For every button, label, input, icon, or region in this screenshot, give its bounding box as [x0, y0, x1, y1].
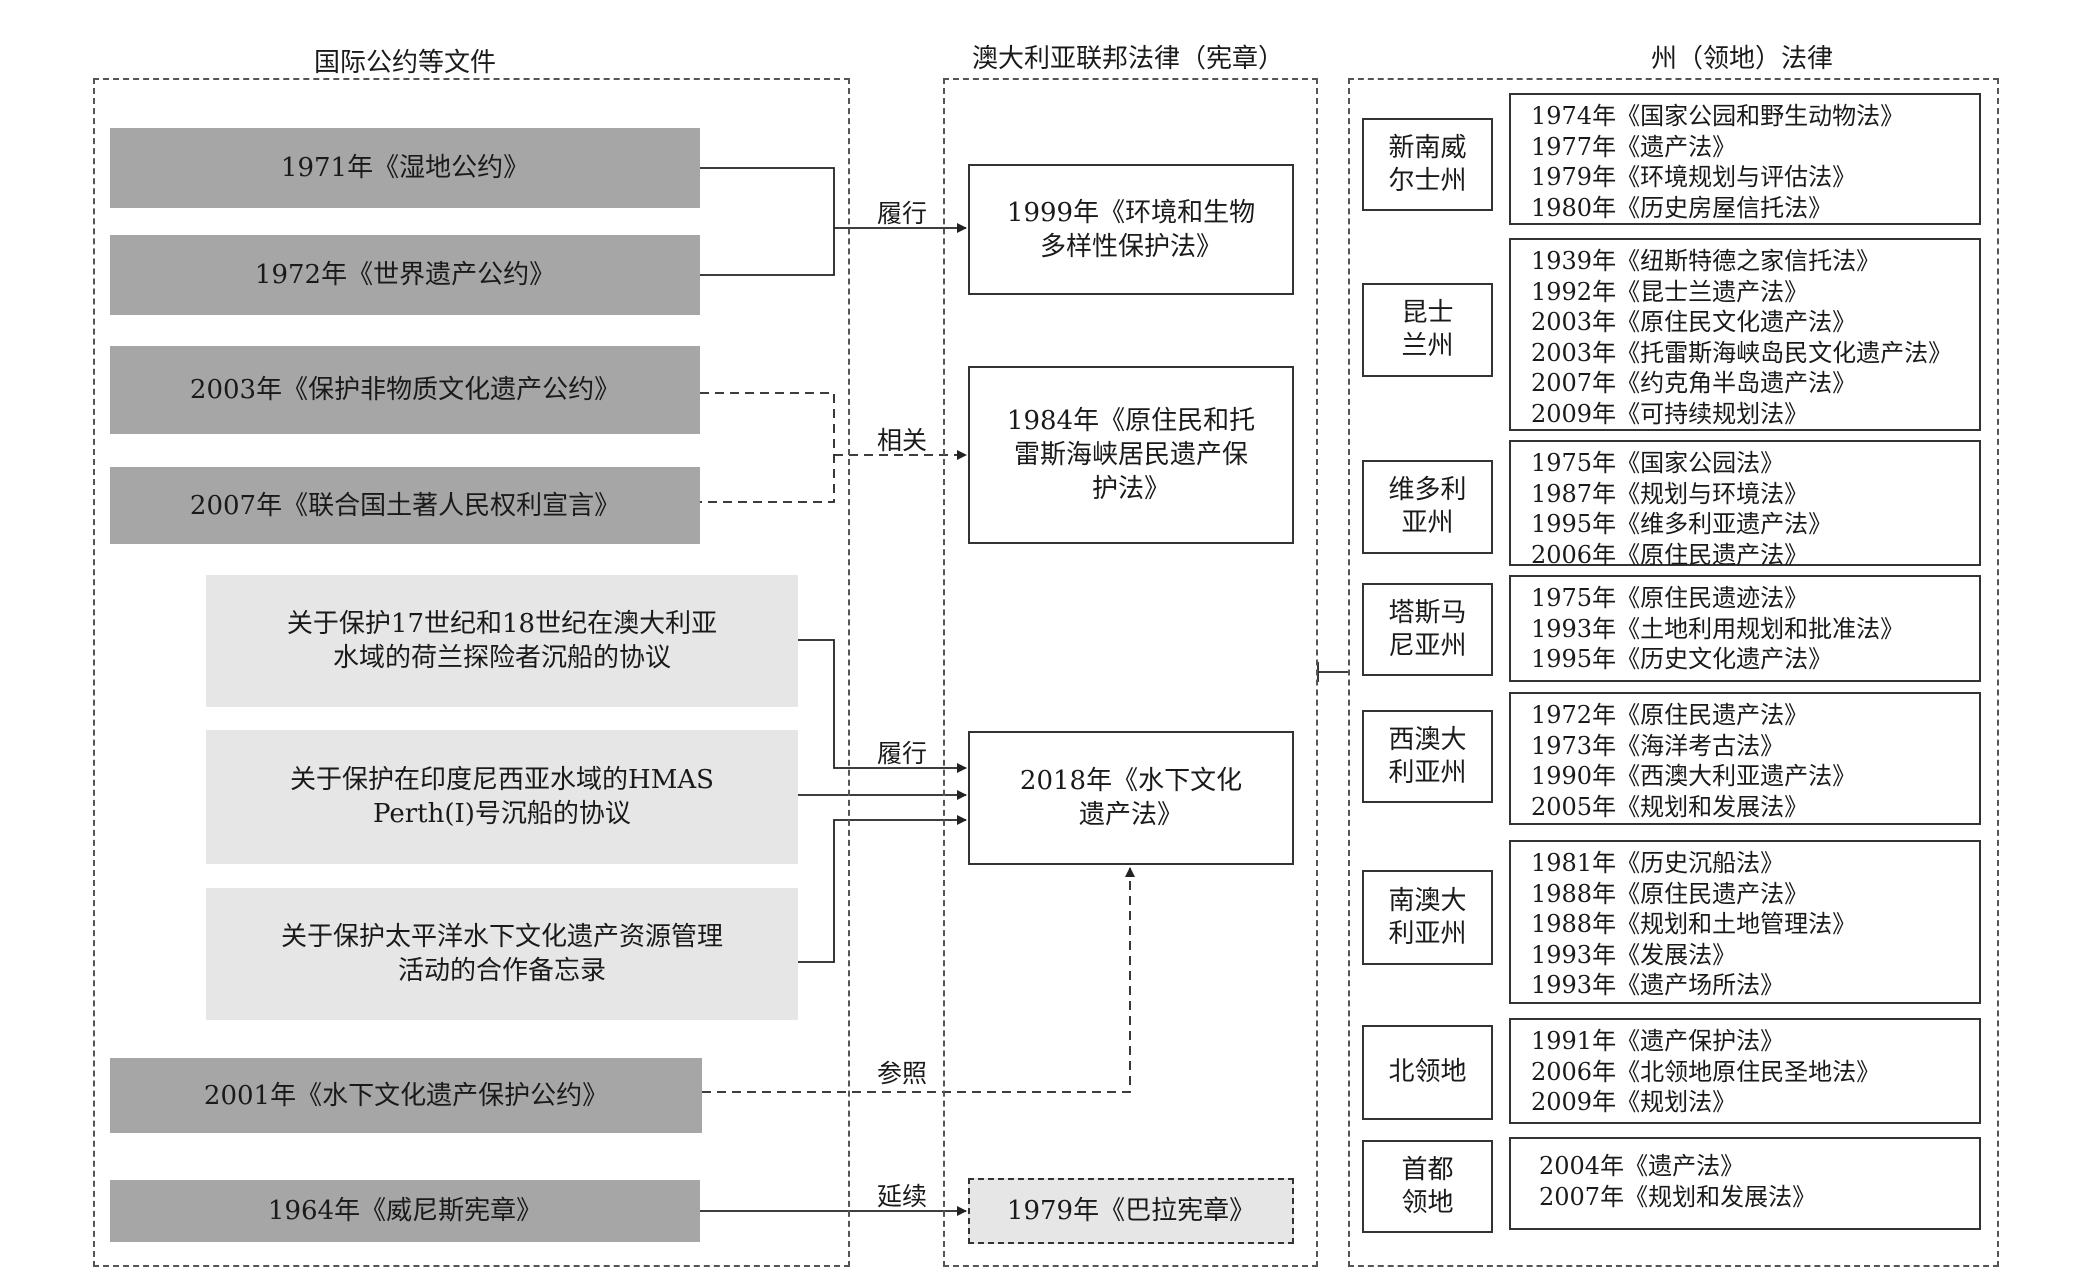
label-implement-2: 履行	[877, 739, 928, 768]
label-implement-1: 履行	[877, 199, 928, 228]
state-sa: 南澳大 利亚州	[1362, 870, 1493, 965]
law-item: 1975年《原住民遗迹法》	[1531, 584, 1809, 612]
laws-nt: 1991年《遗产保护法》 2006年《北领地原住民圣地法》 2009年《规划法》	[1509, 1018, 1981, 1124]
federal-uch-act: 2018年《水下文化 遗产法》	[968, 731, 1294, 865]
laws-vic: 1975年《国家公园法》 1987年《规划与环境法》 1995年《维多利亚遗产法…	[1509, 440, 1981, 569]
laws-nsw: 1974年《国家公园和野生动物法》 1977年《遗产法》 1979年《环境规划与…	[1509, 93, 1981, 225]
law-item: 2009年《可持续规划法》	[1531, 399, 1809, 428]
law-item: 1972年《原住民遗产法》	[1531, 701, 1809, 729]
law-item: 2006年《北领地原住民圣地法》	[1531, 1057, 1881, 1086]
label-reference: 参照	[877, 1059, 928, 1088]
laws-qld: 1939年《纽斯特德之家信托法》 1992年《昆士兰遗产法》 2003年《原住民…	[1509, 238, 1981, 431]
state-wa: 西澳大 利亚州	[1362, 710, 1493, 803]
federal-atsihp-act: 1984年《原住民和托 雷斯海峡居民遗产保 护法》	[968, 366, 1294, 544]
law-item: 2006年《原住民遗产法》	[1531, 540, 1809, 569]
international-panel	[93, 78, 850, 1267]
column-title-state: 州（领地）法律	[1650, 44, 1833, 74]
doc-venice-charter: 1964年《威尼斯宪章》	[110, 1180, 700, 1242]
law-item: 1993年《发展法》	[1531, 940, 1737, 969]
state-panel	[1348, 78, 1999, 1267]
law-item: 2003年《托雷斯海峡岛民文化遗产法》	[1531, 338, 1953, 367]
label-related: 相关	[877, 426, 928, 455]
laws-act: 2004年《遗产法》 2007年《规划和发展法》	[1509, 1137, 1981, 1230]
federal-panel	[943, 78, 1318, 1267]
law-item: 2007年《规划和发展法》	[1539, 1182, 1817, 1211]
law-item: 1993年《土地利用规划和批准法》	[1531, 614, 1905, 643]
law-item: 1975年《国家公园法》	[1531, 449, 1785, 477]
law-item: 1995年《维多利亚遗产法》	[1531, 510, 1833, 538]
law-item: 1939年《纽斯特德之家信托法》	[1531, 247, 1881, 275]
state-qld: 昆士 兰州	[1362, 283, 1493, 377]
law-item: 1990年《西澳大利亚遗产法》	[1531, 762, 1857, 790]
doc-world-heritage-convention: 1972年《世界遗产公约》	[110, 235, 700, 315]
law-item: 1981年《历史沉船法》	[1531, 849, 1785, 877]
doc-indigenous-rights-declaration: 2007年《联合国土著人民权利宣言》	[110, 467, 700, 544]
doc-dutch-shipwrecks-agreement: 关于保护17世纪和18世纪在澳大利亚 水域的荷兰探险者沉船的协议	[206, 575, 798, 707]
law-item: 1993年《遗产场所法》	[1531, 971, 1785, 999]
law-item: 2003年《原住民文化遗产法》	[1531, 308, 1857, 336]
doc-intangible-heritage-convention: 2003年《保护非物质文化遗产公约》	[110, 346, 700, 434]
law-item: 1995年《历史文化遗产法》	[1531, 645, 1833, 673]
law-item: 1987年《规划与环境法》	[1531, 479, 1809, 508]
state-vic: 维多利 亚州	[1362, 460, 1493, 554]
state-tas: 塔斯马 尼亚州	[1362, 583, 1493, 676]
state-nsw: 新南威 尔士州	[1362, 118, 1493, 211]
doc-hmas-perth-agreement: 关于保护在印度尼西亚水域的HMAS Perth(I)号沉船的协议	[206, 730, 798, 864]
law-item: 1977年《遗产法》	[1531, 132, 1737, 161]
federal-burra-charter: 1979年《巴拉宪章》	[968, 1178, 1294, 1244]
law-item: 1992年《昆士兰遗产法》	[1531, 277, 1809, 306]
label-continue: 延续	[877, 1182, 928, 1211]
law-item: 2004年《遗产法》	[1539, 1152, 1745, 1180]
state-act: 首都 领地	[1362, 1140, 1493, 1233]
law-item: 1974年《国家公园和野生动物法》	[1531, 102, 1905, 130]
federal-epbc-act: 1999年《环境和生物 多样性保护法》	[968, 164, 1294, 295]
column-title-international: 国际公约等文件	[313, 48, 496, 78]
law-item: 2007年《约克角半岛遗产法》	[1531, 369, 1857, 397]
law-item: 1979年《环境规划与评估法》	[1531, 163, 1857, 191]
law-item: 1988年《原住民遗产法》	[1531, 879, 1809, 908]
laws-wa: 1972年《原住民遗产法》 1973年《海洋考古法》 1990年《西澳大利亚遗产…	[1509, 692, 1981, 825]
state-nt: 北领地	[1362, 1025, 1493, 1120]
law-item: 1980年《历史房屋信托法》	[1531, 193, 1833, 222]
laws-sa: 1981年《历史沉船法》 1988年《原住民遗产法》 1988年《规划和土地管理…	[1509, 840, 1981, 1004]
laws-tas: 1975年《原住民遗迹法》 1993年《土地利用规划和批准法》 1995年《历史…	[1509, 575, 1981, 682]
law-item: 1973年《海洋考古法》	[1531, 731, 1785, 760]
law-item: 1991年《遗产保护法》	[1531, 1027, 1785, 1055]
doc-pacific-uch-memorandum: 关于保护太平洋水下文化遗产资源管理 活动的合作备忘录	[206, 888, 798, 1020]
doc-wetland-convention: 1971年《湿地公约》	[110, 128, 700, 208]
law-item: 1988年《规划和土地管理法》	[1531, 910, 1857, 938]
law-item: 2009年《规划法》	[1531, 1088, 1737, 1116]
law-item: 2005年《规划和发展法》	[1531, 792, 1809, 821]
column-title-federal: 澳大利亚联邦法律（宪章）	[971, 44, 1284, 74]
doc-underwater-heritage-convention: 2001年《水下文化遗产保护公约》	[110, 1058, 702, 1133]
